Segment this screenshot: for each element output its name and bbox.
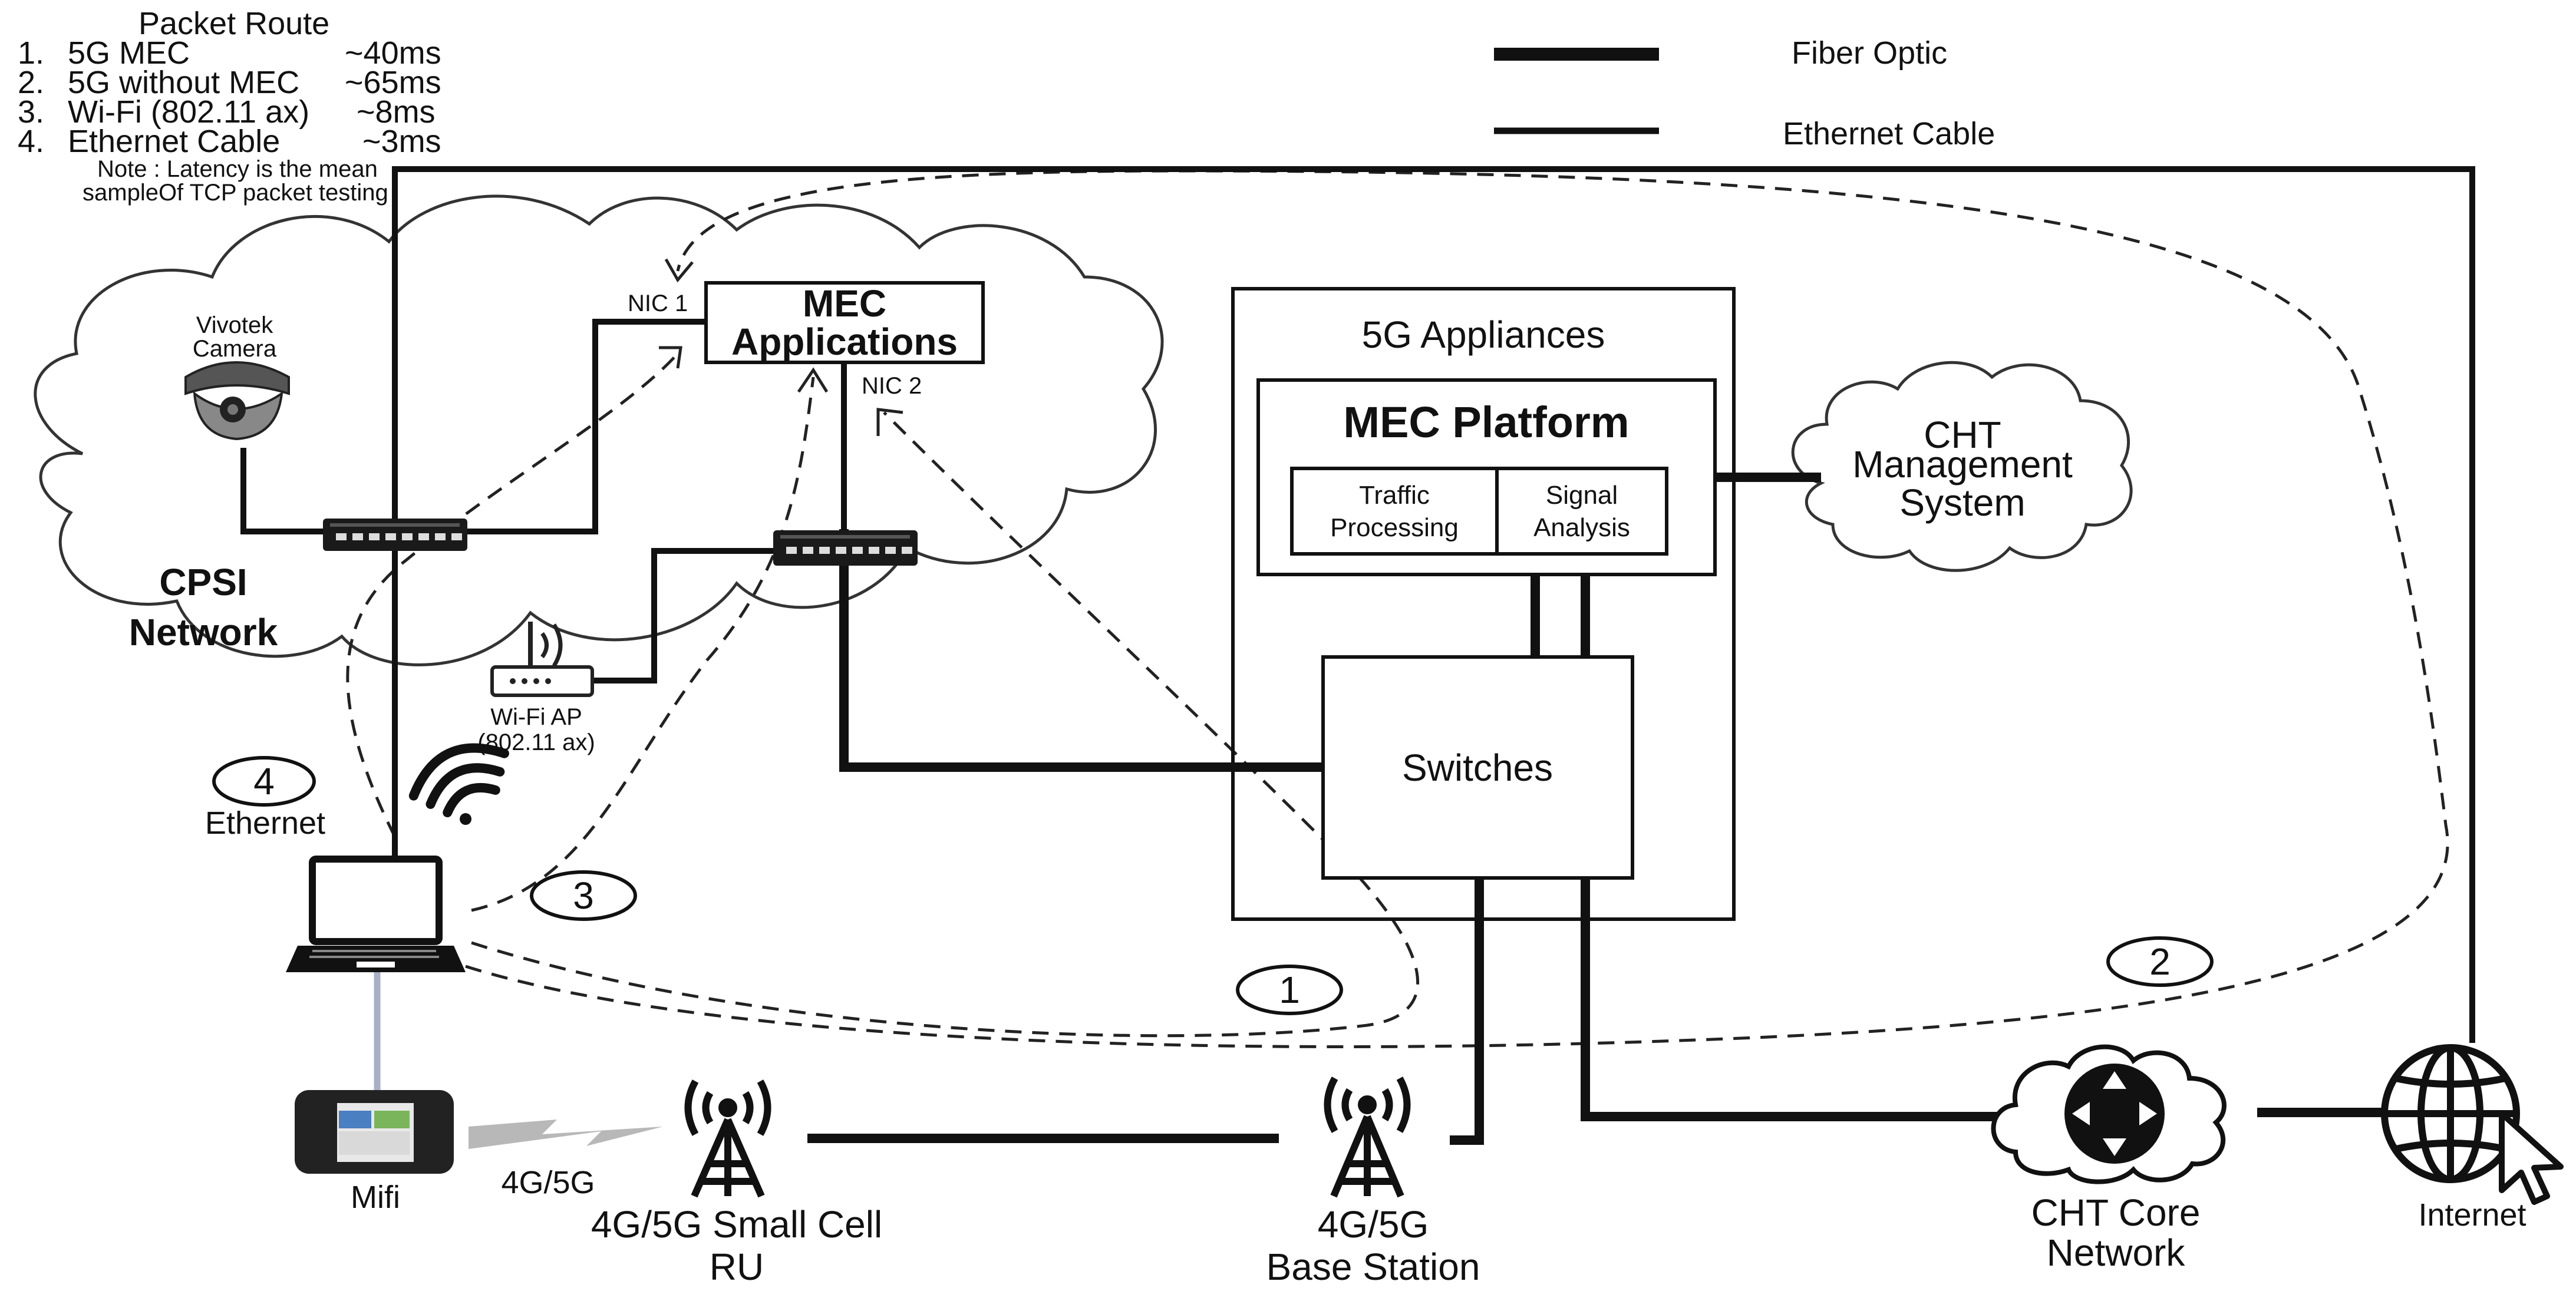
route-4-arrowhead: [659, 346, 682, 369]
ethernet-cable-label: Ethernet Cable: [1783, 116, 1995, 151]
traffic-processing-box: [1290, 467, 1499, 556]
latency-note-line1: Note : Latency is the mean: [97, 156, 378, 182]
mec-platform-box: MEC Platform Traffic Processing Signal A…: [1256, 378, 1717, 576]
wifi-signal-icon: [408, 743, 509, 825]
switches-label: Switches: [1402, 747, 1553, 789]
router-icon: [2064, 1064, 2165, 1164]
globe-icon: [2381, 1044, 2520, 1183]
svg-text:Ethernet Cable: Ethernet Cable: [68, 124, 280, 159]
packet-route-paths: [346, 169, 2449, 1049]
route-marker-3: 3: [530, 870, 637, 921]
svg-text:Signal: Signal: [1546, 481, 1618, 510]
svg-text:2: 2: [2149, 940, 2171, 983]
svg-text:4.: 4.: [18, 124, 44, 159]
route-row-1: 1. 5G MEC ~40ms: [18, 35, 441, 71]
wifi-router-icon: [490, 622, 594, 697]
svg-text:Analysis: Analysis: [1533, 513, 1630, 542]
svg-text:2.: 2.: [18, 65, 44, 100]
packet-route-legend: Packet Route 1. 5G MEC ~40ms 2. 5G witho…: [18, 6, 441, 206]
svg-text:3.: 3.: [18, 94, 44, 130]
internet-to-cpsi-ethernet: [392, 166, 2475, 1043]
route-row-2: 2. 5G without MEC ~65ms: [18, 65, 441, 100]
mec-applications-label-line2: Applications: [731, 321, 958, 363]
svg-text:~40ms: ~40ms: [345, 35, 441, 71]
route-1-arrowhead: [876, 408, 903, 436]
mec-platform-label: MEC Platform: [1343, 398, 1629, 447]
network-switch-icon: [323, 519, 467, 551]
route-2-arrowhead: [664, 258, 694, 283]
network-switch-icon: [773, 530, 918, 566]
cht-core-label-line2: Network: [2047, 1231, 2186, 1274]
signal-analysis-box: [1495, 467, 1668, 556]
cht-management-cloud: [1791, 361, 2133, 572]
svg-text:1: 1: [1279, 969, 1300, 1011]
cpsi-network-label-line1: CPSI: [159, 561, 247, 603]
svg-text:Traffic: Traffic: [1359, 481, 1430, 510]
laptop-icon: [286, 856, 466, 972]
small-cell-label-line1: 4G/5G Small Cell: [591, 1203, 882, 1246]
cht-mgmt-label-line3: System: [1899, 481, 2025, 524]
5g-appliances-label: 5G Appliances: [1362, 313, 1605, 356]
switches-to-basestation-fiber: [1450, 878, 1484, 1145]
svg-text:~8ms: ~8ms: [357, 94, 436, 130]
svg-text:5G MEC: 5G MEC: [68, 35, 190, 71]
route-row-3: 3. Wi-Fi (802.11 ax) ~8ms: [18, 94, 436, 130]
route-row-4: 4. Ethernet Cable ~3ms: [18, 124, 441, 159]
cht-mgmt-label-line2: Management: [1852, 443, 2073, 486]
svg-text:4: 4: [253, 760, 275, 803]
svg-text:~65ms: ~65ms: [345, 65, 441, 100]
fiber-optic-label: Fiber Optic: [1792, 35, 1947, 71]
route-marker-2: 2: [2106, 936, 2214, 987]
camera-label-line1: Vivotek: [196, 312, 273, 338]
route-1-mec-path: [471, 411, 1419, 1038]
route-3-arrowhead: [797, 367, 829, 393]
base-station-label-line1: 4G/5G: [1318, 1203, 1429, 1246]
cell-tower-icon: [1324, 1077, 1411, 1198]
radio-label: 4G/5G: [501, 1165, 595, 1200]
ethernet-label: Ethernet: [205, 805, 325, 841]
route-marker-4: 4: [212, 756, 316, 807]
svg-text:1.: 1.: [18, 35, 44, 71]
mec-applications-label-line1: MEC: [803, 282, 886, 325]
svg-text:Processing: Processing: [1330, 513, 1459, 542]
latency-note-line2: sampleOf TCP packet testing: [83, 180, 388, 206]
svg-text:5G without MEC: 5G without MEC: [68, 65, 299, 100]
svg-text:3: 3: [573, 874, 594, 917]
switches-to-internet-fiber: [839, 529, 1326, 772]
switch-to-mec-nic1-ethernet: [466, 319, 706, 534]
nic1-label: NIC 1: [628, 290, 688, 316]
mifi-icon: [295, 1090, 454, 1174]
switches-box: Switches: [1321, 655, 1634, 880]
svg-text:Wi-Fi (802.11 ax): Wi-Fi (802.11 ax): [68, 94, 309, 130]
camera-icon: [184, 361, 290, 441]
base-station-label-line2: Base Station: [1266, 1246, 1480, 1288]
cell-tower-icon: [684, 1079, 771, 1198]
route-arrowheads: [659, 258, 903, 436]
cht-core-label-line1: CHT Core: [2031, 1191, 2201, 1234]
small-cell-label-line2: RU: [710, 1246, 764, 1288]
cht-mgmt-label-line1: CHT: [1924, 414, 2001, 456]
camera-to-switch-ethernet: [240, 448, 324, 534]
wifi-ap-label-line1: Wi-Fi AP: [490, 704, 582, 730]
5g-appliances-box: 5G Appliances MEC Platform Traffic Proce…: [1231, 287, 1736, 921]
packet-route-title: Packet Route: [138, 6, 329, 41]
switches-to-core-fiber: [1581, 878, 2004, 1121]
cursor-icon: [2499, 1111, 2564, 1205]
cpsi-network-label-line2: Network: [129, 611, 278, 653]
nic2-label: NIC 2: [862, 373, 922, 399]
switch-to-wifi-ap-ethernet: [592, 548, 778, 683]
internet-label: Internet: [2418, 1197, 2526, 1233]
radio-beam-icon: [469, 1120, 663, 1149]
mifi-label: Mifi: [351, 1180, 400, 1215]
mec-applications-box: MEC Applications: [704, 281, 985, 364]
route-marker-1: 1: [1236, 965, 1343, 1015]
route-3-wifi-path: [471, 377, 815, 912]
cht-core-network-cloud: [1991, 1044, 2227, 1184]
cable-legend: Fiber Optic Ethernet Cable: [1494, 35, 1995, 151]
route-4-ethernet-path: [346, 352, 679, 838]
svg-text:~3ms: ~3ms: [362, 124, 441, 159]
route-2-core-path: [465, 169, 2449, 1049]
camera-label-line2: Camera: [193, 336, 277, 362]
